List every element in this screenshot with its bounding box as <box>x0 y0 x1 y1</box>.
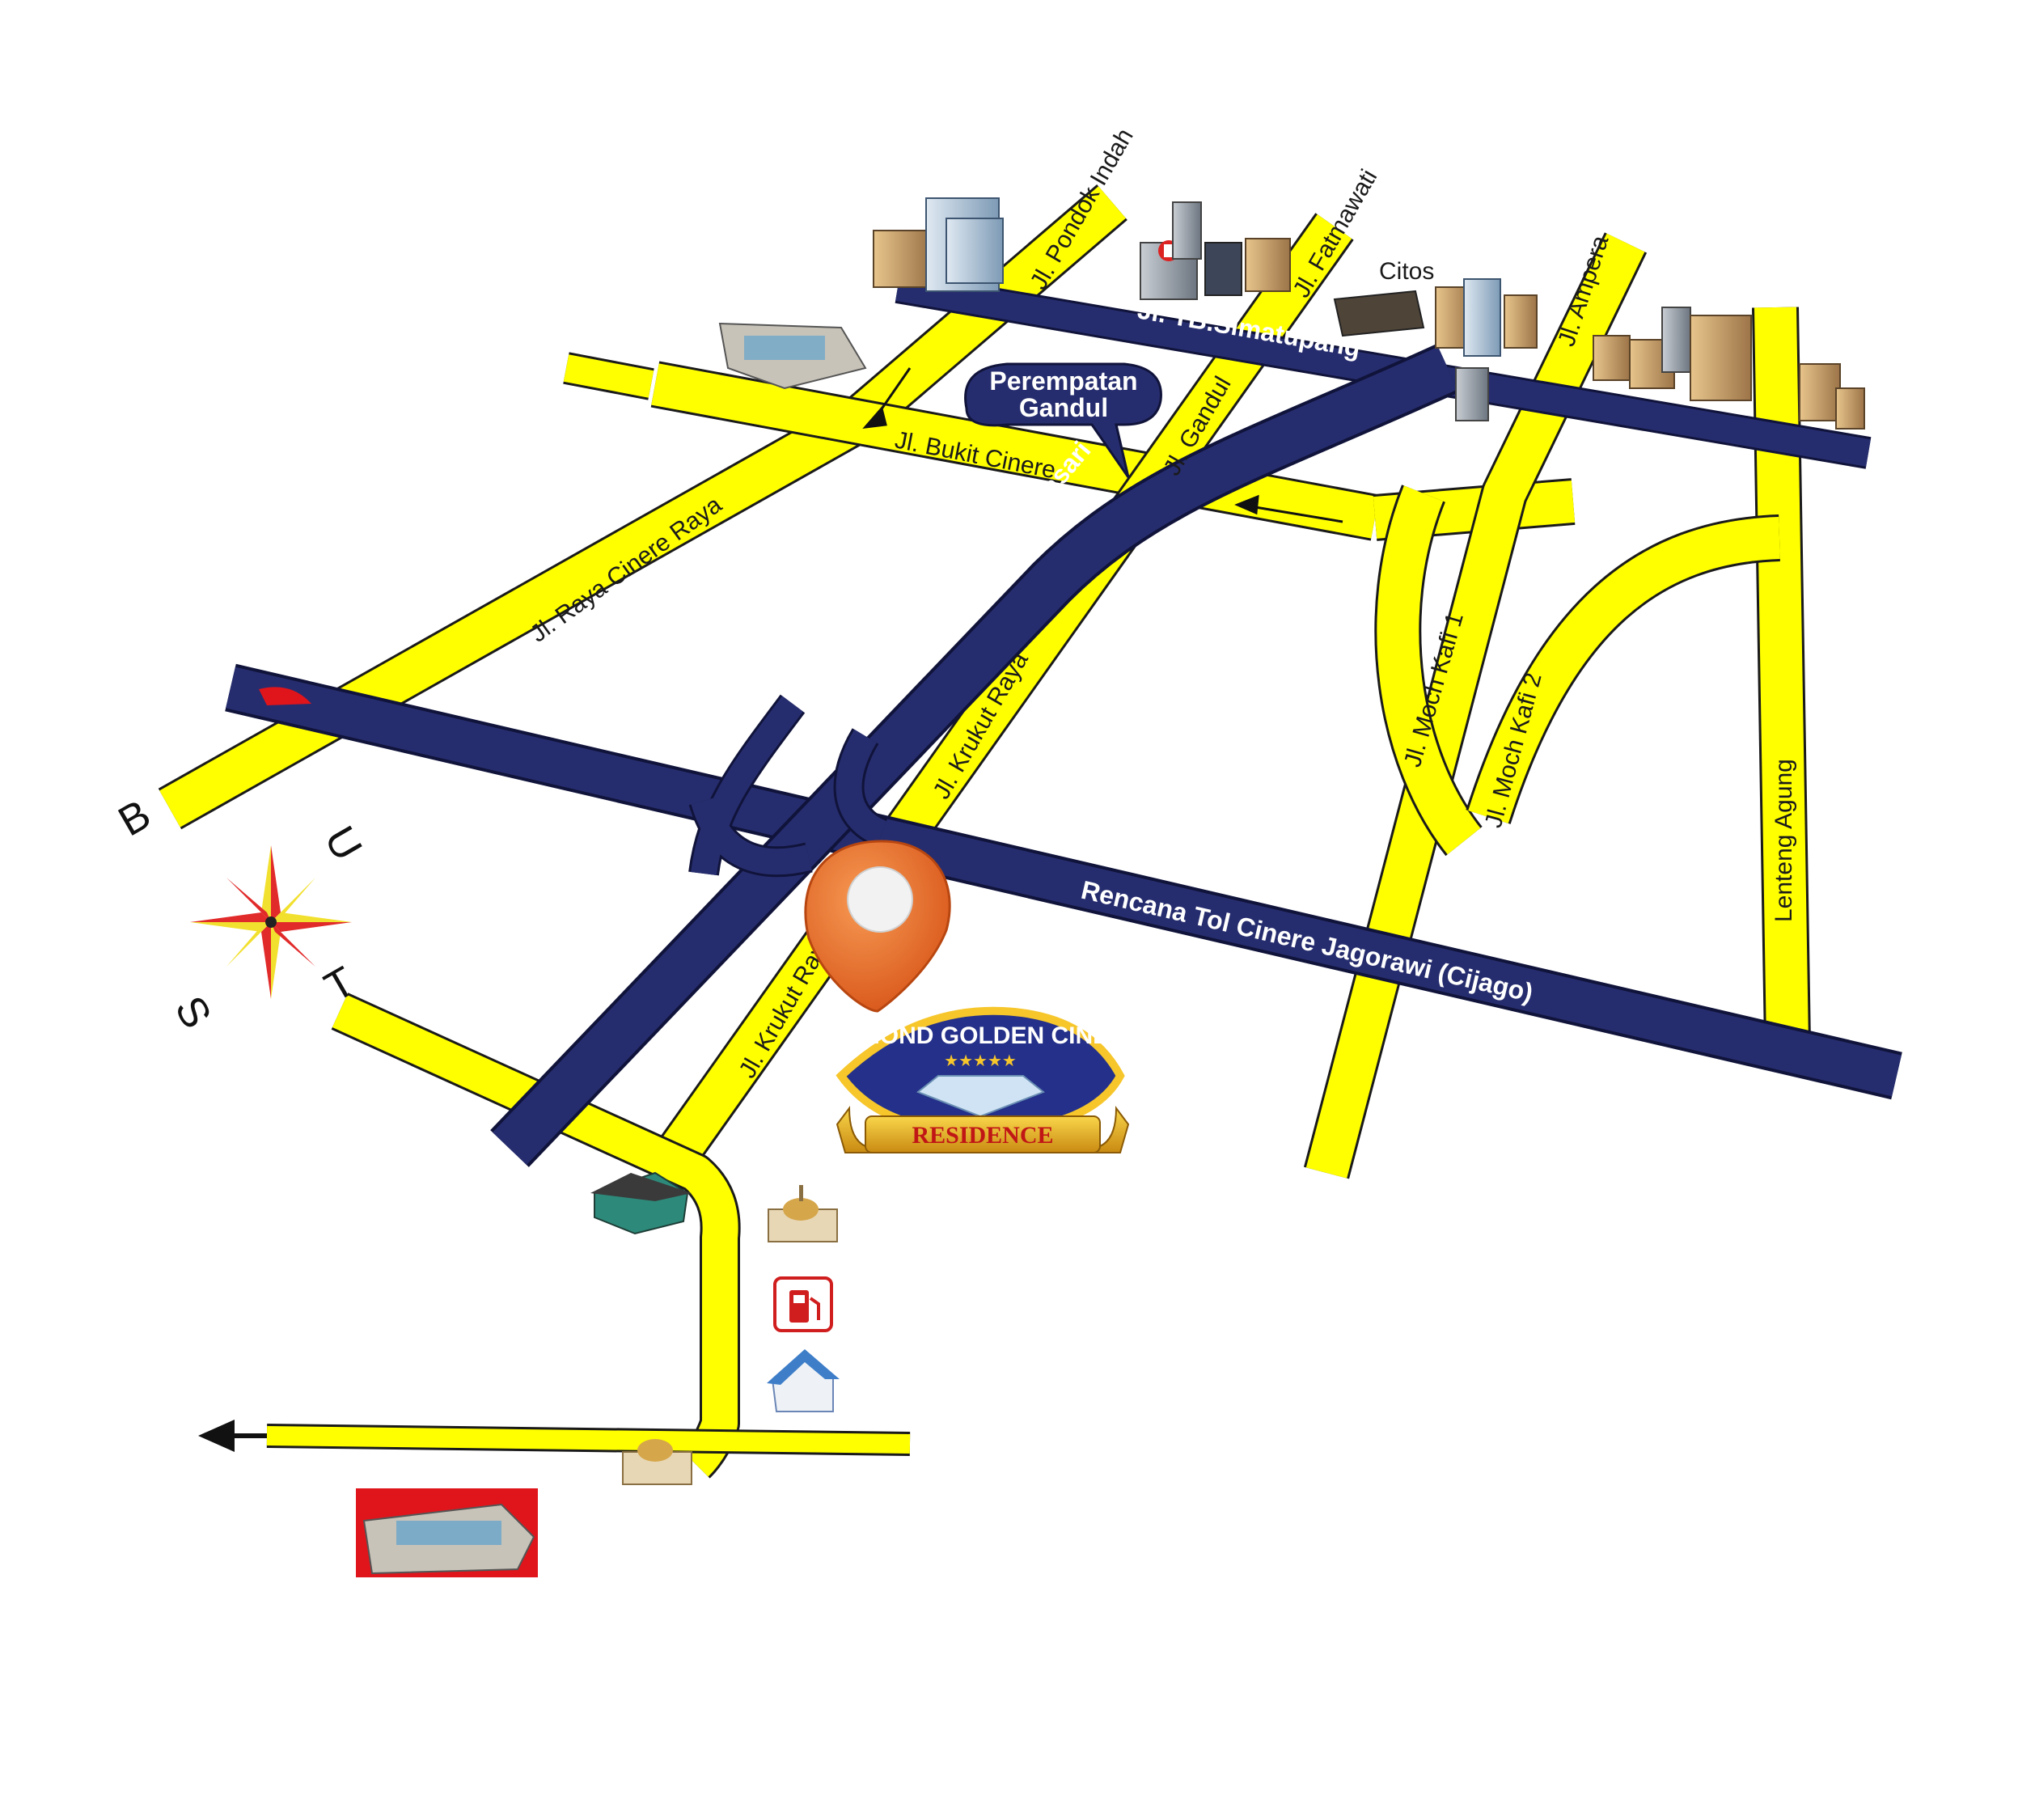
label-citos: Citos <box>1379 258 1434 285</box>
compass-rose-icon: B U S T <box>111 791 371 1036</box>
arrow-left-icon <box>198 1420 267 1452</box>
direction-arrows <box>862 367 1343 523</box>
mall-icon <box>356 1488 538 1577</box>
label-pondok-indah: Jl. Pondok Indah <box>1025 124 1138 294</box>
callout-line-1: Perempatan <box>989 366 1137 396</box>
home-icon <box>767 1349 840 1412</box>
location-pin-icon <box>804 840 951 1013</box>
label-tol-cijago: Rencana Tol Cinere Jagorawi (Cijago) <box>1078 875 1535 1008</box>
mosque-icon <box>622 1439 692 1485</box>
office-buildings-icon <box>873 197 1004 292</box>
diamond-icon <box>916 1075 1045 1118</box>
callout-perempatan-gandul: Perempatan Gandul <box>964 362 1162 478</box>
streets <box>158 184 1811 1479</box>
mall-icon <box>718 322 867 390</box>
callout-line-2: Gandul <box>1019 393 1108 422</box>
residence-logo: DIAMOND GOLDEN CINERE ★★★★★ RESIDENCE <box>818 1006 1143 1153</box>
compass-south: S <box>166 988 221 1036</box>
south-landmarks <box>356 1171 840 1577</box>
house-icon <box>590 1171 692 1235</box>
toll-roads <box>225 271 1902 1167</box>
gas-station-icon <box>773 1276 833 1332</box>
logo-subtitle: RESIDENCE <box>912 1122 1053 1149</box>
mall-icon <box>1333 278 1538 421</box>
logo-name: DIAMOND GOLDEN CINERE <box>818 1022 1143 1049</box>
logo-stars: ★★★★★ <box>944 1051 1017 1070</box>
compass-north: U <box>315 819 371 869</box>
hospital-building-icon <box>1140 201 1291 300</box>
compass-west: B <box>111 791 159 846</box>
mosque-icon <box>768 1185 838 1242</box>
label-lenteng-agung: Lenteng Agung <box>1771 759 1797 922</box>
buildings-north <box>718 197 1865 430</box>
toll-end-marker <box>259 687 311 705</box>
office-buildings-icon <box>1593 307 1865 430</box>
